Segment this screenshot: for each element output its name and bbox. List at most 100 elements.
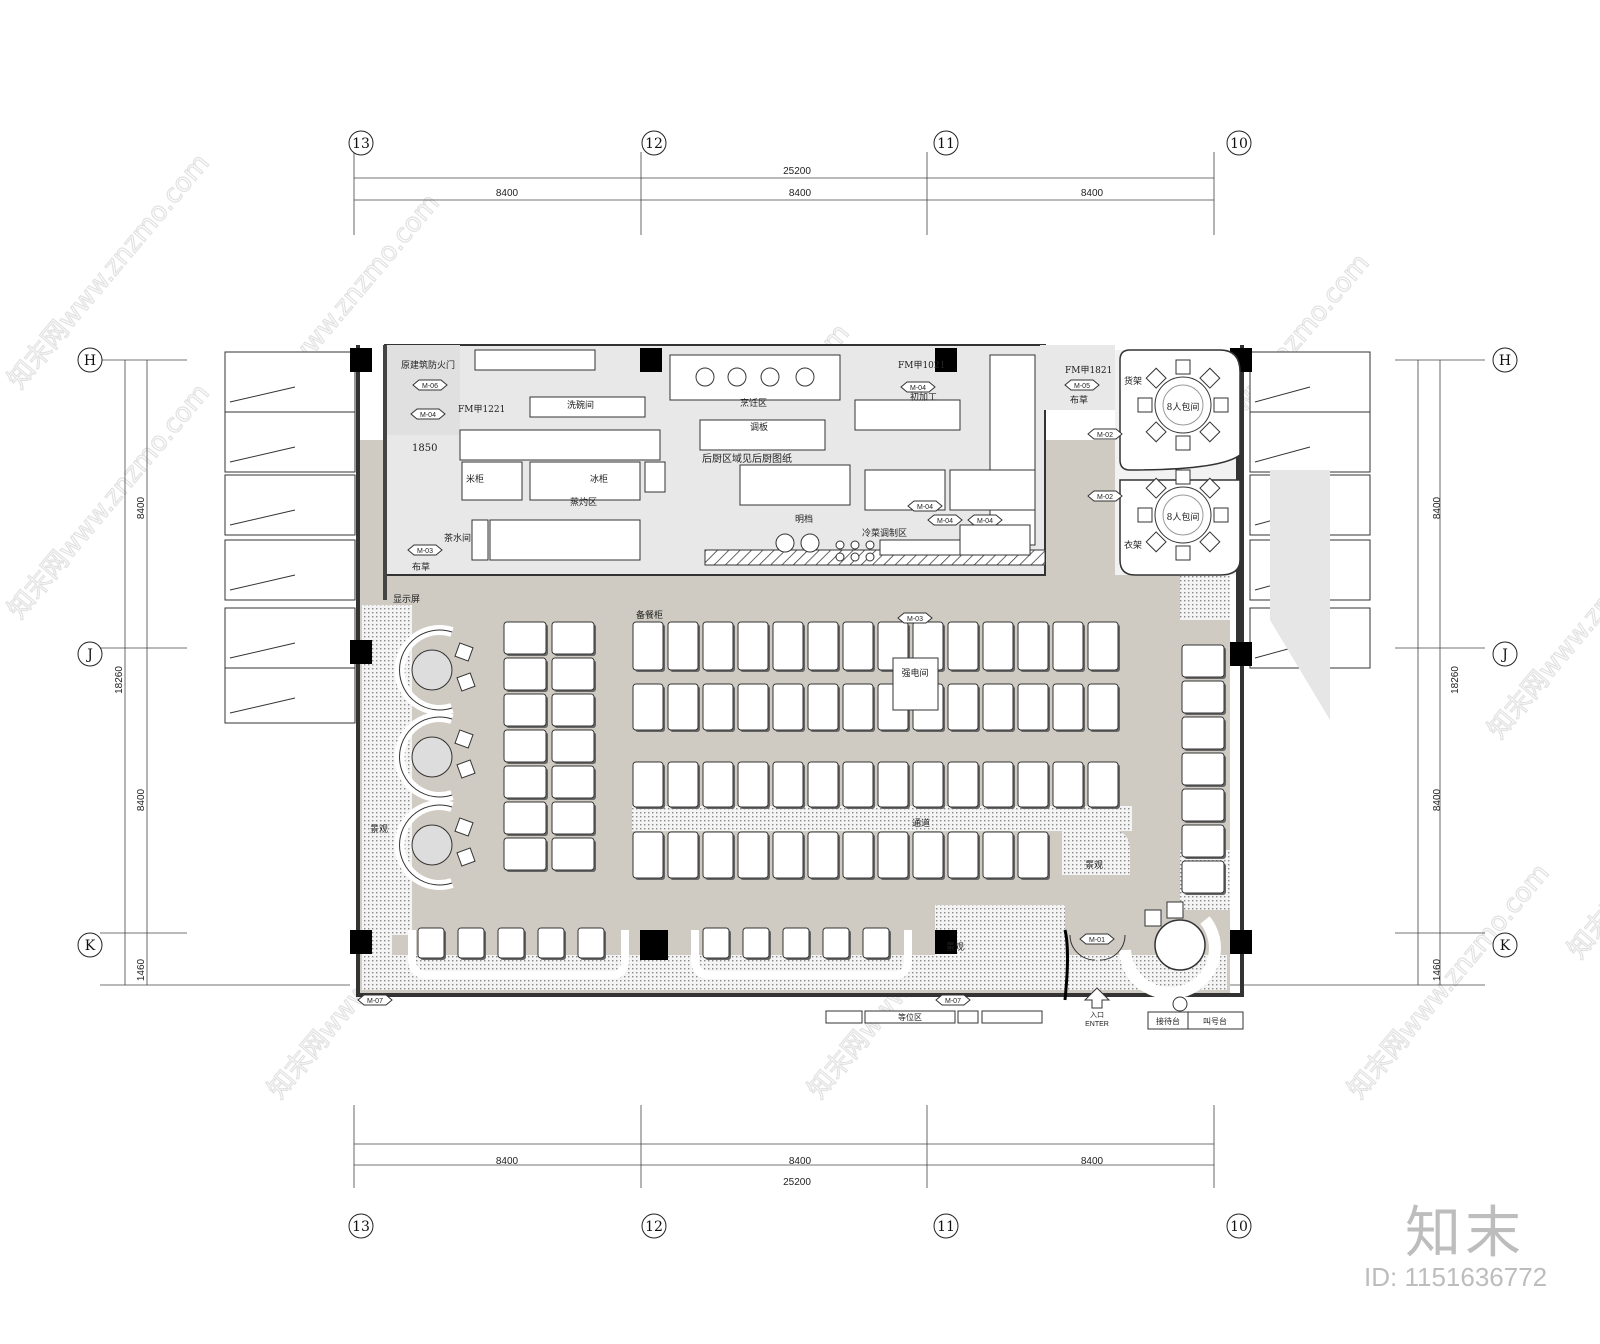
entrance-cn-label: 入口 xyxy=(1090,1011,1104,1019)
bench xyxy=(408,930,629,979)
chair xyxy=(1213,397,1229,413)
dining-table xyxy=(947,621,979,671)
dining-table xyxy=(1017,683,1049,731)
dining-table xyxy=(912,831,944,879)
kitchen-note: 后厨区域见后厨图纸 xyxy=(702,452,792,465)
axis-label: 12 xyxy=(645,1219,663,1235)
dining-table xyxy=(551,765,595,799)
stall-divider xyxy=(229,509,296,526)
kitchen-counter xyxy=(474,349,596,371)
door-tag-label: M-04 xyxy=(977,518,993,525)
door-tag xyxy=(1079,933,1115,945)
chair xyxy=(456,672,476,692)
dining-table xyxy=(702,761,734,808)
door-tag-label: M-06 xyxy=(422,383,438,390)
door-tag xyxy=(927,514,963,526)
dining-table xyxy=(667,831,699,879)
stall-divider xyxy=(229,386,296,403)
exterior-stall xyxy=(224,351,356,413)
dining-table xyxy=(982,831,1014,879)
chair xyxy=(1199,531,1221,553)
dining-table xyxy=(772,683,804,731)
dining-table xyxy=(947,831,979,879)
door-fm1021-label: FM甲1021 xyxy=(898,360,945,371)
dining-table xyxy=(417,927,445,959)
dining-table xyxy=(1181,788,1225,822)
dining-table xyxy=(737,621,769,671)
dim-top-total: 25200 xyxy=(783,166,811,177)
dish-room-label: 洗碗间 xyxy=(567,399,594,411)
kitchen-labels: 原建筑防火门 FM甲1221 FM甲1021 FM甲1821 洗碗间 烹饪区 调… xyxy=(401,359,1112,573)
steam-zone-label: 蒸灼区 xyxy=(570,496,597,508)
private-room-label: 8人包间 xyxy=(1167,511,1200,523)
door-tag xyxy=(410,408,446,420)
chair xyxy=(456,759,476,779)
dining-table xyxy=(737,831,769,879)
round-table xyxy=(411,824,453,866)
dining-table xyxy=(1181,680,1225,714)
chair xyxy=(1199,477,1221,499)
door-fm1821-label: FM甲1821 xyxy=(1065,365,1112,376)
kitchen-equipment xyxy=(459,349,1036,562)
dining-table xyxy=(877,761,909,808)
dining-table xyxy=(982,621,1014,671)
exterior-stall xyxy=(224,474,356,536)
axis-label: 10 xyxy=(1230,1219,1248,1235)
reception-label: 接待台 xyxy=(1156,1016,1180,1026)
door-tag-label: M-03 xyxy=(417,548,433,555)
door-tag xyxy=(357,994,393,1006)
dining-table xyxy=(1017,761,1049,808)
door-tag-label: M-04 xyxy=(910,385,926,392)
dimension-labels: 25200 8400 8400 8400 8400 8400 8400 2520… xyxy=(114,166,1461,1188)
table-inner xyxy=(1162,384,1204,426)
row-axis-bubbles: H J K H J K xyxy=(77,347,1518,958)
watermark-text: 知末网www.znzmo.com xyxy=(1342,858,1555,1104)
axis-label: 13 xyxy=(352,136,370,152)
door-tag-label: M-04 xyxy=(917,504,933,511)
dining-table xyxy=(667,683,699,731)
kitchen-counter xyxy=(699,419,826,451)
door-tag-label: M-03 xyxy=(907,616,923,623)
door-tag-label: M-04 xyxy=(420,412,436,419)
dining-table xyxy=(772,831,804,879)
landscape-label-2: 景观 xyxy=(946,942,964,953)
dining-table xyxy=(503,621,547,655)
round-bench-outline xyxy=(399,629,453,711)
chair xyxy=(1175,469,1191,485)
brand-watermark: 知末 xyxy=(1405,1201,1525,1266)
dining-table xyxy=(702,683,734,731)
wok-burner xyxy=(800,533,820,553)
wok-burner xyxy=(727,367,747,387)
axis-label: 12 xyxy=(645,136,663,152)
kitchen-counter xyxy=(739,464,851,506)
dining-table xyxy=(632,621,664,671)
column xyxy=(350,640,372,664)
dim-bottom-span: 8400 xyxy=(1081,1156,1104,1167)
dining-table xyxy=(577,927,605,959)
exterior-stall xyxy=(1249,411,1371,473)
kitchen-counter xyxy=(459,429,661,461)
dim-left-span: 8400 xyxy=(136,788,147,811)
round-table xyxy=(411,649,453,691)
chair xyxy=(1137,507,1153,523)
dining-table xyxy=(1087,621,1119,671)
stove-burner xyxy=(835,552,845,562)
dining-table xyxy=(1017,621,1049,671)
dining-table xyxy=(1087,683,1119,731)
exterior-stall xyxy=(224,411,356,473)
chair xyxy=(1199,421,1221,443)
open-stall-label: 明档 xyxy=(795,513,813,525)
column-axis-bubbles-top: 13 12 11 10 xyxy=(348,130,1252,156)
linen-label-2: 布草 xyxy=(1070,394,1088,406)
dining-table xyxy=(632,831,664,879)
column xyxy=(935,930,957,954)
dining-table xyxy=(632,761,664,808)
dining-table xyxy=(667,621,699,671)
stall-divider xyxy=(1254,386,1311,403)
door-tag-label: M-01 xyxy=(1089,937,1105,944)
chair xyxy=(1137,397,1153,413)
kitchen-counter xyxy=(644,461,666,493)
exterior-stall xyxy=(224,539,356,601)
axis-label: K xyxy=(85,938,96,954)
